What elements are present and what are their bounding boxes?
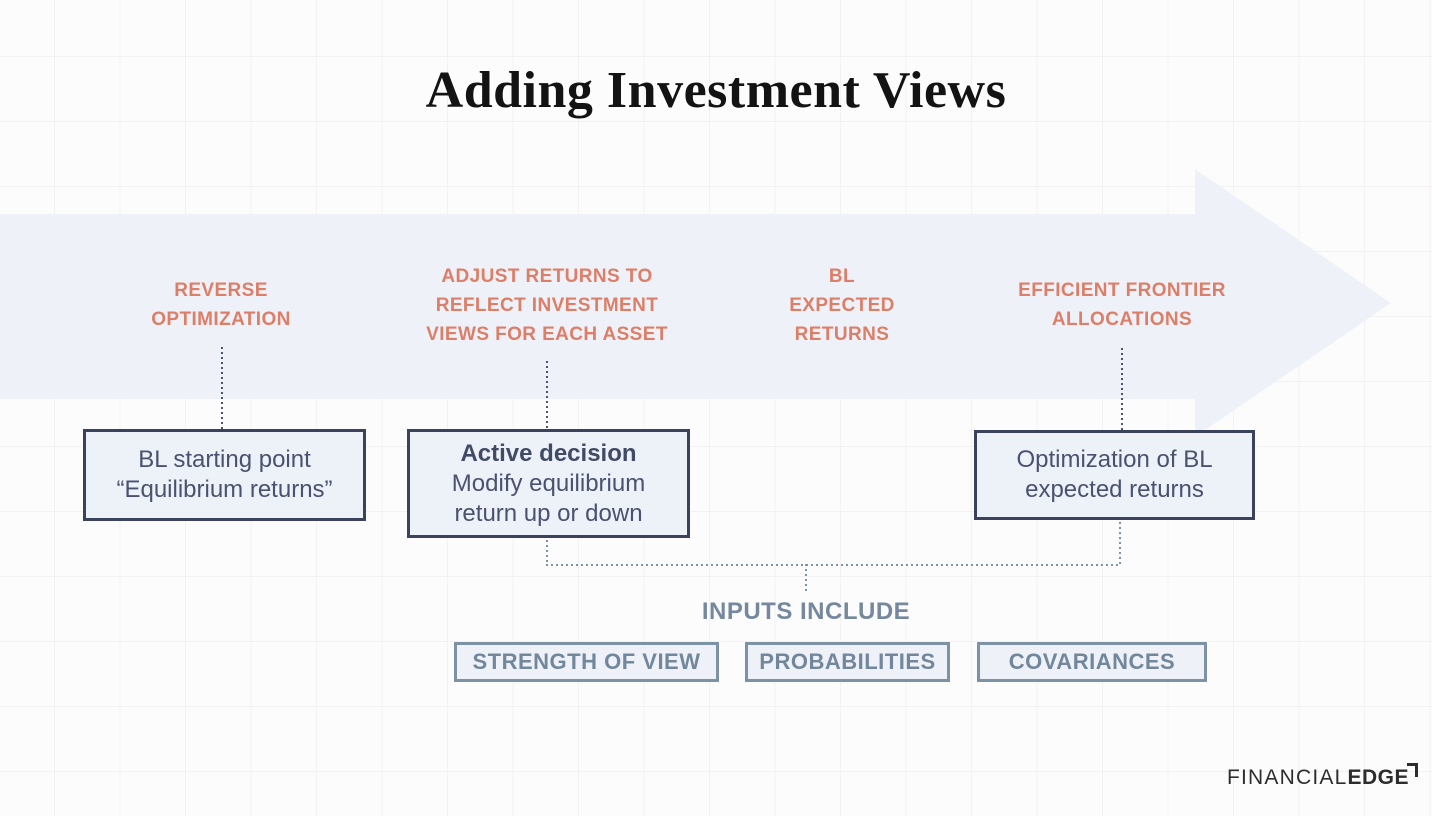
dotted-connector-optimization-down [1119, 522, 1121, 564]
box-bl-starting-point: BL starting point “Equilibrium returns” [83, 429, 366, 521]
inputs-include-heading: INPUTS INCLUDE [701, 598, 911, 625]
stage-label-efficient-frontier: EFFICIENT FRONTIER ALLOCATIONS [1018, 280, 1226, 330]
stage-label-adjust-returns: ADJUST RETURNS TO REFLECT INVESTMENT VIE… [426, 266, 668, 345]
input-box-probabilities: PROBABILITIES [745, 642, 950, 682]
dotted-connector-inputs-stub [805, 564, 807, 591]
dotted-connector-stage1 [221, 347, 223, 429]
input-box-covariances: COVARIANCES [977, 642, 1207, 682]
box-active-decision-title: Active decision [460, 439, 637, 467]
stage-label-bl-expected-returns: BL EXPECTED RETURNS [789, 266, 895, 345]
dotted-connector-horizontal [546, 564, 1121, 566]
box-bl-starting-point-line2: “Equilibrium returns” [116, 476, 333, 503]
dotted-connector-stage4 [1121, 348, 1123, 430]
box-active-decision: Active decision Modify equilibrium retur… [407, 429, 690, 538]
page-title: Adding Investment Views [425, 62, 1007, 119]
stage-label-reverse-optimization: REVERSE OPTIMIZATION [151, 280, 291, 330]
box-active-decision-body: Modify equilibrium return up or down [451, 469, 646, 527]
box-optimization: Optimization of BL expected returns [974, 430, 1255, 520]
box-optimization-body: Optimization of BL expected returns [1016, 446, 1213, 503]
logo-text-financial: FINANCIAL [1227, 766, 1348, 789]
process-arrow-body [0, 214, 1196, 399]
logo-corner-bracket-icon [1407, 763, 1419, 777]
logo-text-edge: EDGE [1347, 766, 1410, 789]
dotted-connector-active-decision-down [546, 540, 548, 564]
box-bl-starting-point-line1: BL starting point [138, 446, 311, 473]
dotted-connector-stage2 [546, 361, 548, 429]
input-box-strength-of-view: STRENGTH OF VIEW [454, 642, 719, 682]
